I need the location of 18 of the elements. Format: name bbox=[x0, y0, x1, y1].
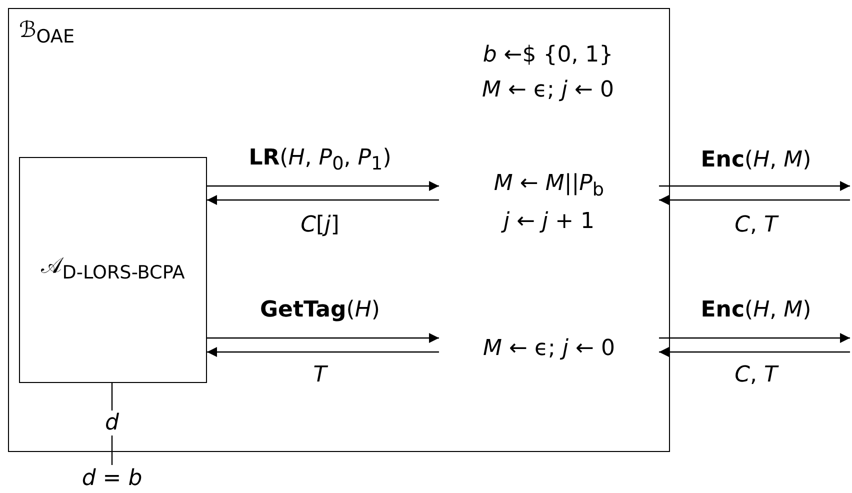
box-title: 𝒜$_{D-LORS-BCPA}$ bbox=[41, 252, 185, 286]
assignment-text: M ← ϵ; j ← 0 bbox=[483, 335, 615, 363]
assignment-text: b ←$ {0, 1} bbox=[482, 42, 614, 68]
assignment-text: M ← M||P$_{b}$ bbox=[494, 170, 604, 202]
arrow bbox=[207, 333, 439, 343]
arrow bbox=[659, 195, 850, 205]
arrow bbox=[659, 333, 850, 343]
assignment-text: j ← j + 1 bbox=[503, 208, 595, 236]
arrow bbox=[207, 195, 439, 205]
box-title: ℬ$_{OAE}$ bbox=[19, 17, 75, 50]
adversary-box bbox=[19, 157, 207, 383]
arrow bbox=[207, 181, 439, 191]
arrow bbox=[659, 347, 850, 357]
assignment-text: M ← ϵ; j ← 0 bbox=[481, 78, 615, 102]
outer-box bbox=[8, 8, 670, 452]
arrow bbox=[207, 347, 439, 357]
result-text: d = b bbox=[82, 465, 142, 493]
arrow bbox=[659, 181, 850, 191]
